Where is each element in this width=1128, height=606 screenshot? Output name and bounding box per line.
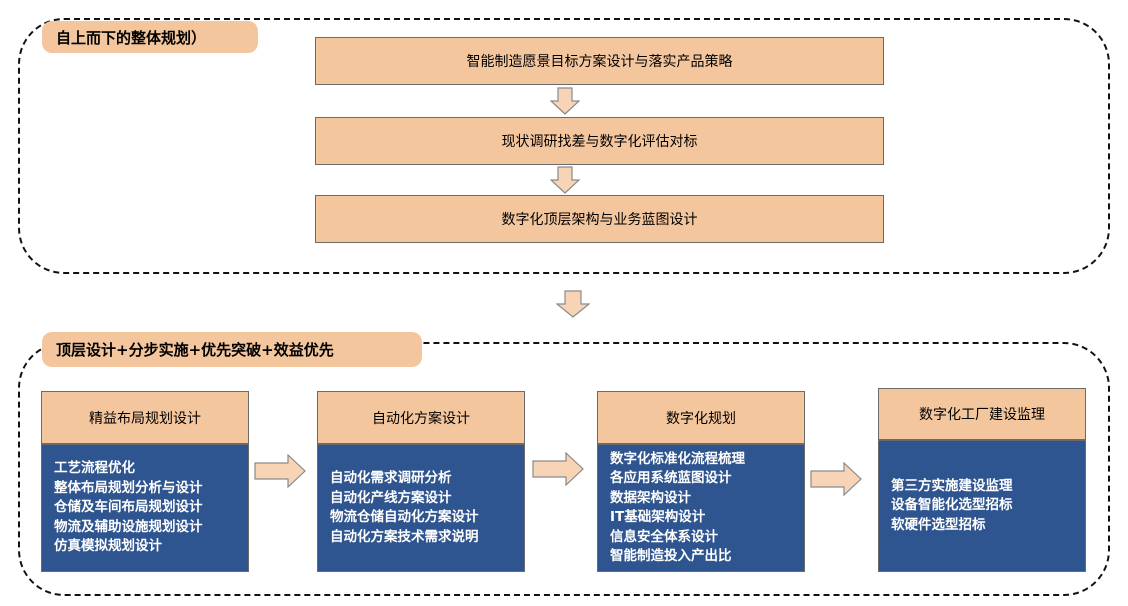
- card-item: 第三方实施建设监理: [891, 477, 1013, 494]
- card-item: 各应用系统蓝图设计: [610, 470, 732, 486]
- card-item: 仿真模拟规划设计: [54, 538, 162, 555]
- bottom-section-tag: 顶层设计+分步实施+优先突破+效益优先: [42, 332, 422, 367]
- card-item: 数字化标准化流程梳理: [610, 450, 745, 467]
- card-body-digital-planning: 数字化标准化流程梳理 各应用系统蓝图设计 数据架构设计 IT基础架构设计 信息安…: [597, 444, 805, 572]
- down-arrow-icon: [550, 166, 580, 194]
- card-body-factory-supervision: 第三方实施建设监理 设备智能化选型招标 软硬件选型招标: [878, 440, 1086, 572]
- card-item: 自动化方案技术需求说明: [330, 528, 479, 545]
- flow-step-2: 现状调研找差与数字化评估对标: [315, 117, 884, 165]
- down-arrow-icon: [550, 87, 580, 115]
- card-body-lean-layout: 工艺流程优化 整体布局规划分析与设计 仓储及车间布局规划设计 物流及辅助设施规划…: [41, 444, 249, 572]
- card-item: 物流仓储自动化方案设计: [330, 509, 479, 525]
- flow-step-3: 数字化顶层架构与业务蓝图设计: [315, 195, 884, 243]
- top-planning-region: [18, 18, 1110, 274]
- card-item: IT基础架构设计: [610, 509, 706, 525]
- card-item: 物流及辅助设施规划设计: [54, 518, 203, 535]
- card-title-digital-planning: 数字化规划: [597, 391, 805, 444]
- card-item: 数据架构设计: [610, 489, 691, 506]
- right-arrow-icon: [810, 462, 862, 496]
- card-item: 仓储及车间布局规划设计: [54, 499, 203, 516]
- bottom-implementation-region: [18, 342, 1110, 596]
- card-item: 工艺流程优化: [54, 460, 135, 477]
- card-item: 自动化需求调研分析: [330, 470, 452, 486]
- right-arrow-icon: [532, 452, 584, 486]
- flow-step-1: 智能制造愿景目标方案设计与落实产品策略: [315, 37, 884, 85]
- card-item: 整体布局规划分析与设计: [54, 479, 203, 496]
- card-item: 信息安全体系设计: [610, 528, 718, 545]
- card-item: 设备智能化选型招标: [891, 497, 1013, 514]
- card-item: 软硬件选型招标: [891, 516, 986, 533]
- down-arrow-icon: [556, 290, 590, 318]
- card-item: 智能制造投入产出比: [610, 548, 732, 564]
- card-body-automation: 自动化需求调研分析 自动化产线方案设计 物流仓储自动化方案设计 自动化方案技术需…: [317, 444, 525, 572]
- card-title-automation: 自动化方案设计: [317, 391, 525, 444]
- right-arrow-icon: [254, 454, 306, 488]
- card-item: 自动化产线方案设计: [330, 489, 452, 506]
- card-title-factory-supervision: 数字化工厂建设监理: [878, 388, 1086, 440]
- top-section-tag: 自上而下的整体规划）: [42, 21, 258, 53]
- card-title-lean-layout: 精益布局规划设计: [41, 391, 249, 444]
